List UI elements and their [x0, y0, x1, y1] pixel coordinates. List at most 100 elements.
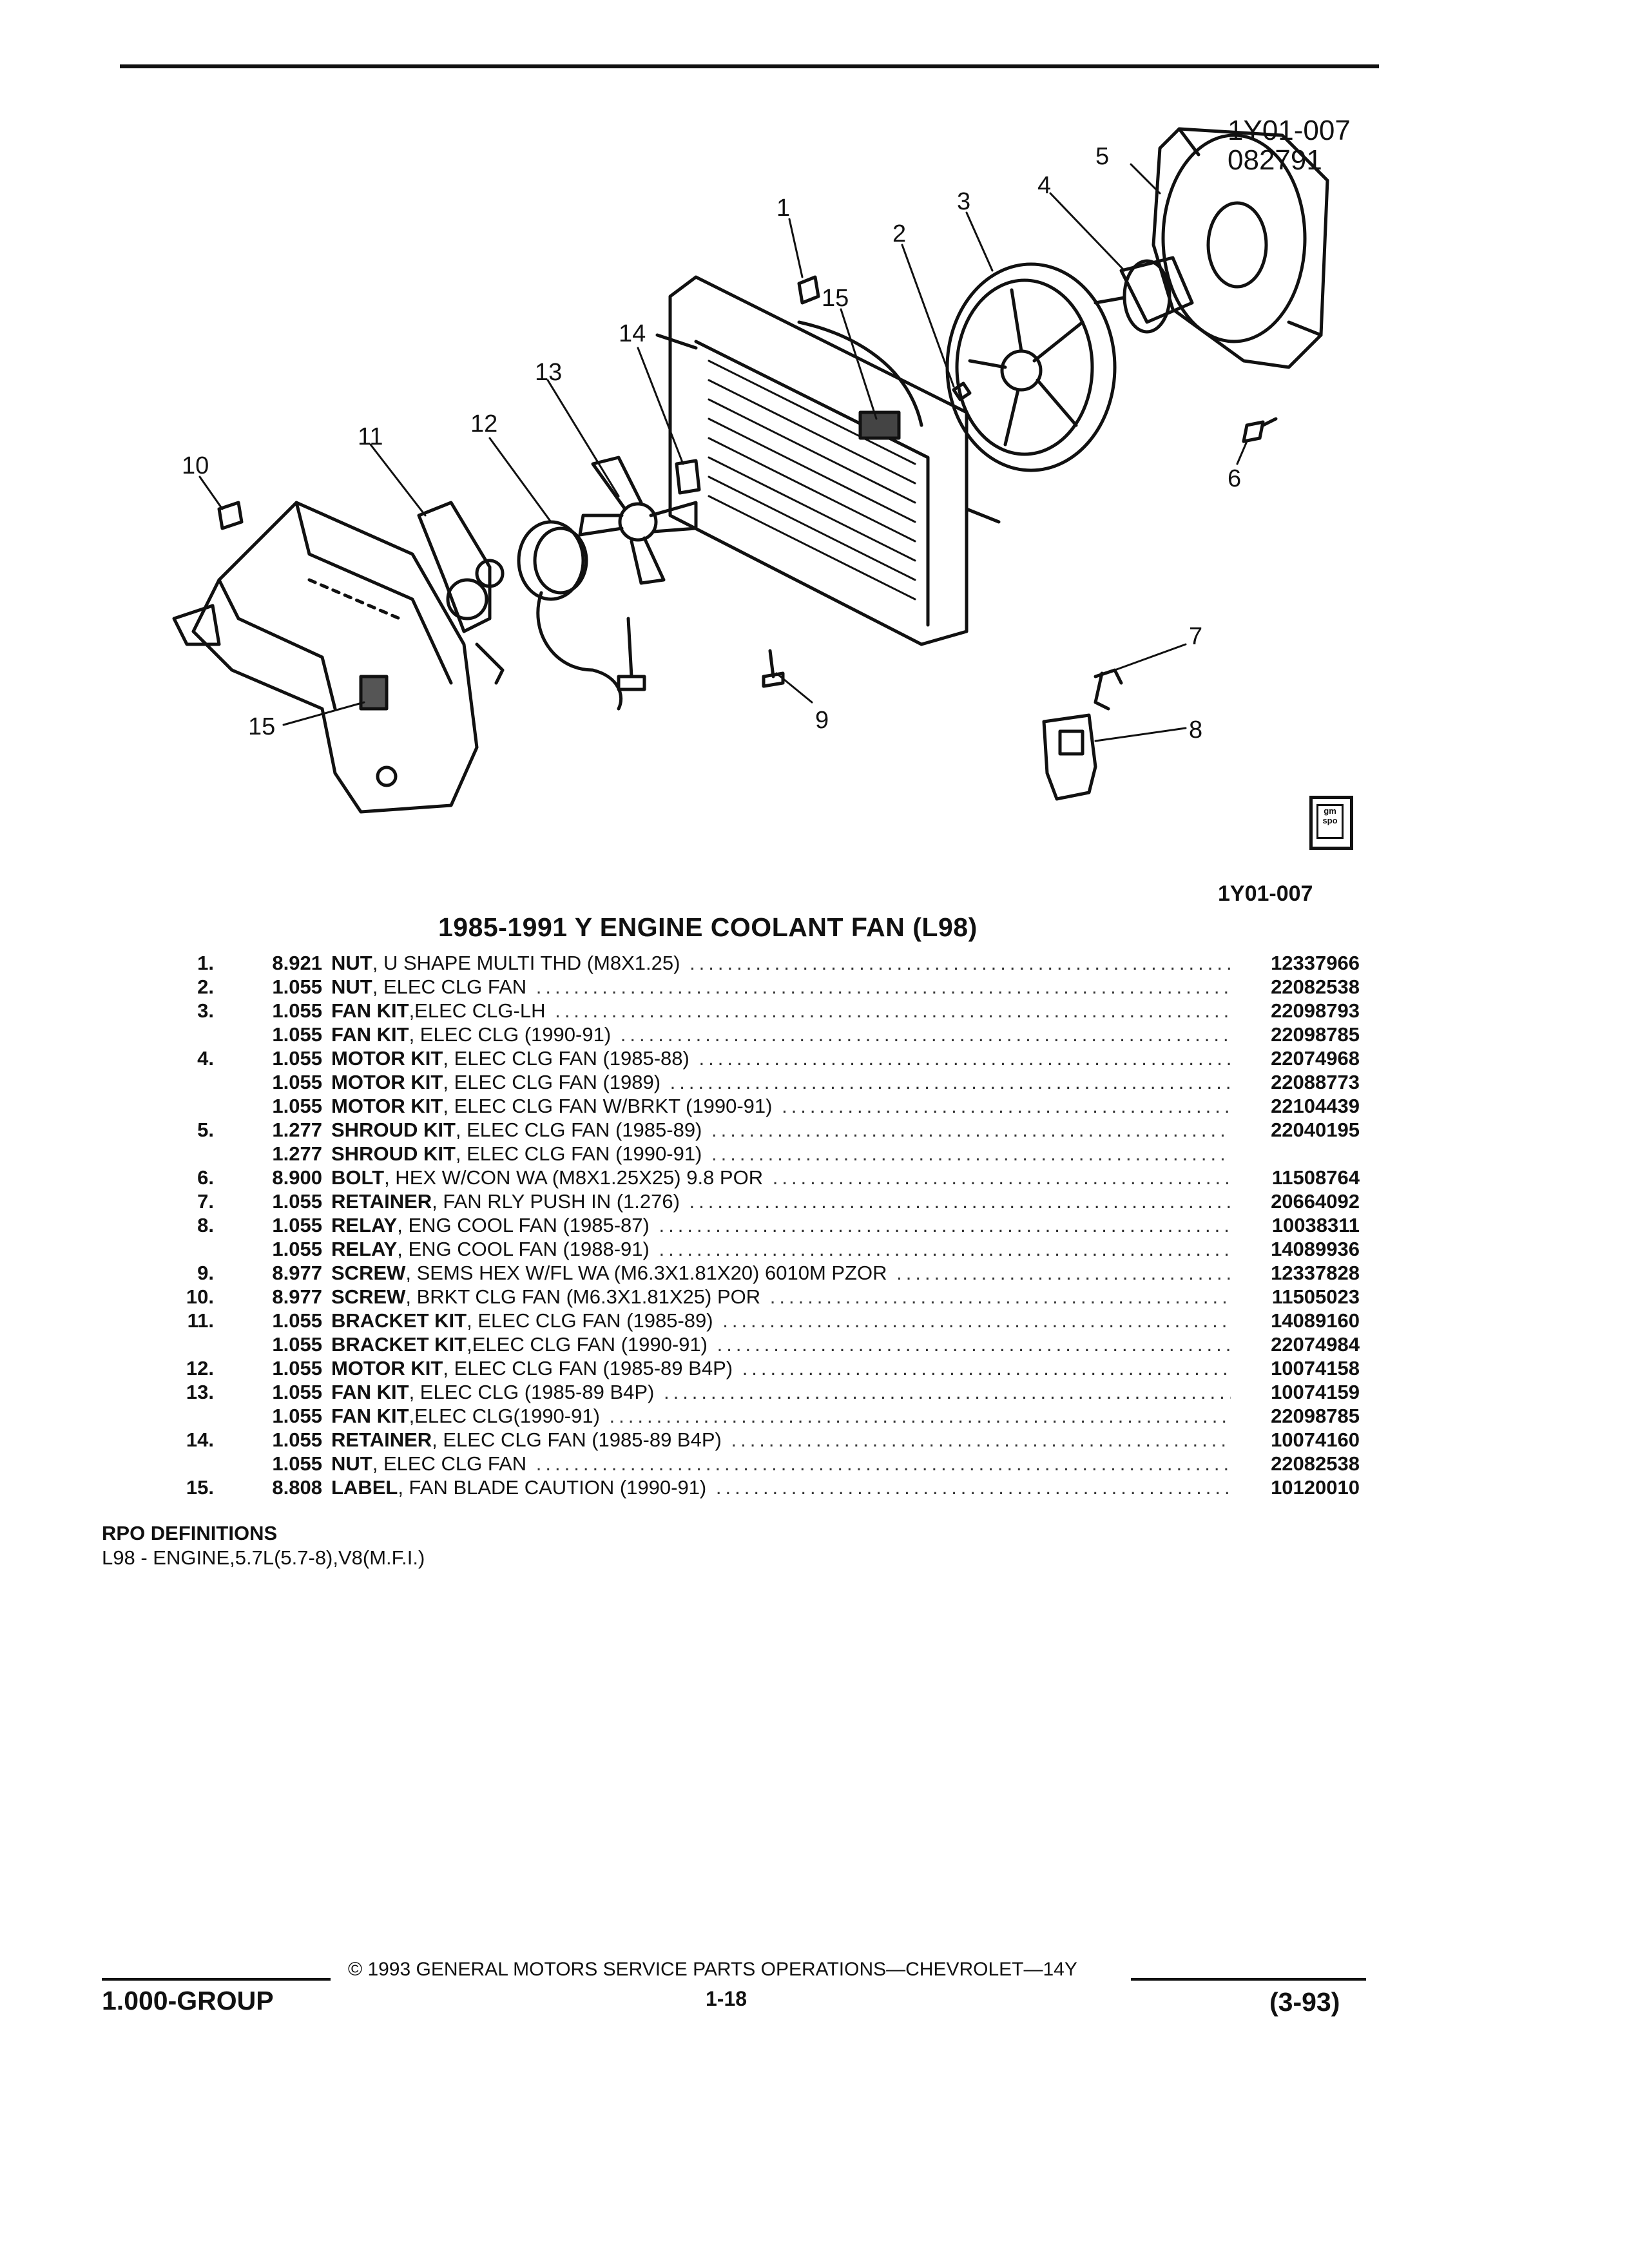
item-name: NUT	[331, 1452, 372, 1475]
part-number: 11508764	[1271, 1166, 1360, 1189]
item-number: 9.	[197, 1262, 214, 1284]
item-detail: , SEMS HEX W/FL WA (M6.3X1.81X20) 6010M …	[405, 1262, 887, 1284]
parts-row: 1.055 MOTOR KIT, ELEC CLG FAN (1989) ....…	[116, 1070, 1379, 1094]
item-number: 14.	[186, 1428, 214, 1451]
item-number: 11.	[187, 1309, 214, 1332]
item-detail: ,ELEC CLG FAN (1990-91)	[467, 1333, 708, 1356]
footer-rule-right	[1131, 1978, 1366, 1981]
relay-drawing	[1042, 668, 1123, 801]
callout-2: 2	[892, 220, 906, 247]
item-description: BRACKET KIT, ELEC CLG FAN (1985-89) ....…	[331, 1309, 1231, 1332]
item-description: RETAINER, FAN RLY PUSH IN (1.276) ......…	[331, 1189, 1231, 1213]
item-detail: , ELEC CLG (1985-89 B4P)	[409, 1381, 655, 1403]
item-group-code: 8.808	[272, 1476, 322, 1499]
callout-1: 1	[776, 195, 790, 222]
item-detail: , ELEC CLG FAN (1985-89)	[455, 1119, 702, 1141]
part-number: 22082538	[1271, 975, 1360, 998]
callout-6: 6	[1228, 465, 1241, 492]
rpo-heading: RPO DEFINITIONS	[102, 1522, 278, 1544]
item-name: MOTOR KIT	[331, 1071, 443, 1093]
item-group-code: 1.055	[272, 1071, 322, 1093]
item-number: 7.	[197, 1190, 214, 1213]
item-description: RETAINER, ELEC CLG FAN (1985-89 B4P) ...…	[331, 1428, 1231, 1452]
small-motor-drawing	[517, 520, 646, 711]
item-name: BRACKET KIT	[331, 1309, 467, 1332]
radiator-core-drawing	[655, 275, 1001, 646]
item-number: 8.	[197, 1214, 214, 1236]
lower-shroud-drawing	[172, 501, 479, 814]
item-description: NUT, ELEC CLG FAN ......................…	[331, 975, 1231, 999]
item-group-code: 1.277	[272, 1142, 322, 1165]
item-description: LABEL, FAN BLADE CAUTION (1990-91) .....…	[331, 1475, 1231, 1499]
fan-shroud-drawing	[1152, 127, 1329, 369]
item-description: SHROUD KIT, ELEC CLG FAN (1985-89) .....…	[331, 1118, 1231, 1142]
dot-leader: ........................................…	[717, 1333, 1231, 1356]
item-description: NUT, ELEC CLG FAN ......................…	[331, 1452, 1231, 1475]
item-detail: , ELEC CLG FAN	[372, 975, 527, 998]
callout-11: 11	[358, 423, 383, 450]
item-detail: , ELEC CLG FAN (1985-89 B4P)	[443, 1357, 733, 1379]
part-number: 22098785	[1271, 1405, 1360, 1427]
dot-leader: ........................................…	[689, 952, 1231, 974]
leader-lines	[198, 163, 1248, 742]
item-description: SCREW, SEMS HEX W/FL WA (M6.3X1.81X20) 6…	[331, 1261, 1231, 1285]
dot-leader: ........................................…	[609, 1405, 1231, 1427]
item-description: MOTOR KIT, ELEC CLG FAN (1989) .........…	[331, 1070, 1231, 1094]
item-name: RELAY	[331, 1238, 398, 1260]
item-description: BRACKET KIT,ELEC CLG FAN (1990-91) .....…	[331, 1332, 1231, 1356]
item-name: MOTOR KIT	[331, 1047, 443, 1070]
item-detail: , ENG COOL FAN (1988-91)	[397, 1238, 650, 1260]
item-group-code: 1.055	[272, 1238, 322, 1260]
part-number: 12337966	[1271, 952, 1360, 974]
dot-leader: ........................................…	[620, 1023, 1231, 1046]
dot-leader: ........................................…	[782, 1095, 1231, 1117]
dot-leader: ........................................…	[711, 1119, 1231, 1141]
item-number: 1.	[197, 952, 214, 974]
item-description: MOTOR KIT, ELEC CLG FAN (1985-89 B4P) ..…	[331, 1356, 1231, 1380]
item-name: SHROUD KIT	[331, 1119, 456, 1141]
part-number: 20664092	[1271, 1190, 1360, 1213]
item-description: FAN KIT,ELEC CLG-LH ....................…	[331, 999, 1231, 1023]
item-detail: , ELEC CLG FAN	[372, 1452, 527, 1475]
dot-leader: ........................................…	[711, 1142, 1231, 1165]
item-name: MOTOR KIT	[331, 1357, 443, 1379]
item-detail: ,ELEC CLG-LH	[409, 999, 546, 1022]
parts-row: 1.055 BRACKET KIT,ELEC CLG FAN (1990-91) …	[116, 1332, 1379, 1356]
item-group-code: 1.055	[272, 975, 322, 998]
callout-15-lower: 15	[248, 713, 275, 740]
item-group-code: 1.055	[272, 1428, 322, 1451]
item-description: NUT, U SHAPE MULTI THD (M8X1.25) .......…	[331, 951, 1231, 975]
item-name: FAN KIT	[331, 1405, 409, 1427]
callout-4: 4	[1037, 172, 1051, 199]
item-name: SCREW	[331, 1262, 406, 1284]
callout-10: 10	[182, 452, 209, 479]
drawing-id-top: 1Y01-007 082791	[1228, 116, 1351, 175]
callout-5: 5	[1095, 143, 1109, 170]
item-number: 13.	[186, 1381, 214, 1403]
dot-leader: ........................................…	[769, 1285, 1231, 1308]
item-group-code: 1.055	[272, 1309, 322, 1332]
dot-leader: ........................................…	[742, 1357, 1231, 1379]
item-group-code: 1.055	[272, 1333, 322, 1356]
item-detail: , U SHAPE MULTI THD (M8X1.25)	[372, 952, 680, 974]
item-group-code: 1.055	[272, 1095, 322, 1117]
item-number: 3.	[197, 999, 214, 1022]
item-detail: , ELEC CLG FAN (1989)	[443, 1071, 661, 1093]
item-detail: , FAN BLADE CAUTION (1990-91)	[398, 1476, 707, 1499]
item-name: FAN KIT	[331, 1381, 409, 1403]
item-number: 5.	[197, 1119, 214, 1141]
item-group-code: 1.055	[272, 1047, 322, 1070]
item-group-code: 1.055	[272, 1023, 322, 1046]
